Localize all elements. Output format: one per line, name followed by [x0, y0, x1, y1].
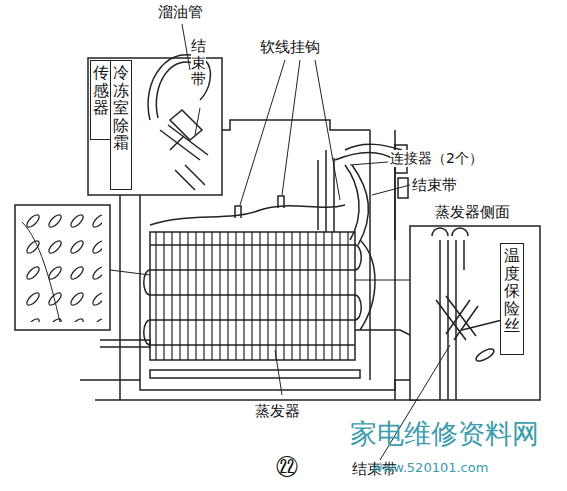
part-label: 溜油管 — [158, 3, 203, 21]
part-label: 传感器 — [93, 64, 109, 117]
part-label: 冷冻室除霜 — [113, 64, 129, 152]
watermark: www.520101.com — [372, 460, 488, 476]
part-label: 连接器（2个） — [390, 150, 483, 167]
part-label: 蒸发器侧面 — [435, 203, 510, 221]
part-label: 蒸发器 — [255, 402, 300, 420]
label-column: 温度保险丝 — [500, 243, 524, 355]
watermark: 家电维修资料网 — [350, 418, 539, 450]
label-column: 冷冻室除霜 — [110, 60, 132, 190]
part-label: 温度保险丝 — [504, 247, 520, 335]
label-column: 传感器 — [90, 60, 112, 140]
part-label: 结束带 — [412, 176, 457, 194]
figure-number: ㉒ — [276, 455, 298, 481]
inset-heading: 蒸发器侧面温度保险丝 — [405, 203, 540, 229]
part-label: 软线挂钩 — [260, 38, 320, 56]
part-label: 结束带 — [191, 38, 206, 88]
